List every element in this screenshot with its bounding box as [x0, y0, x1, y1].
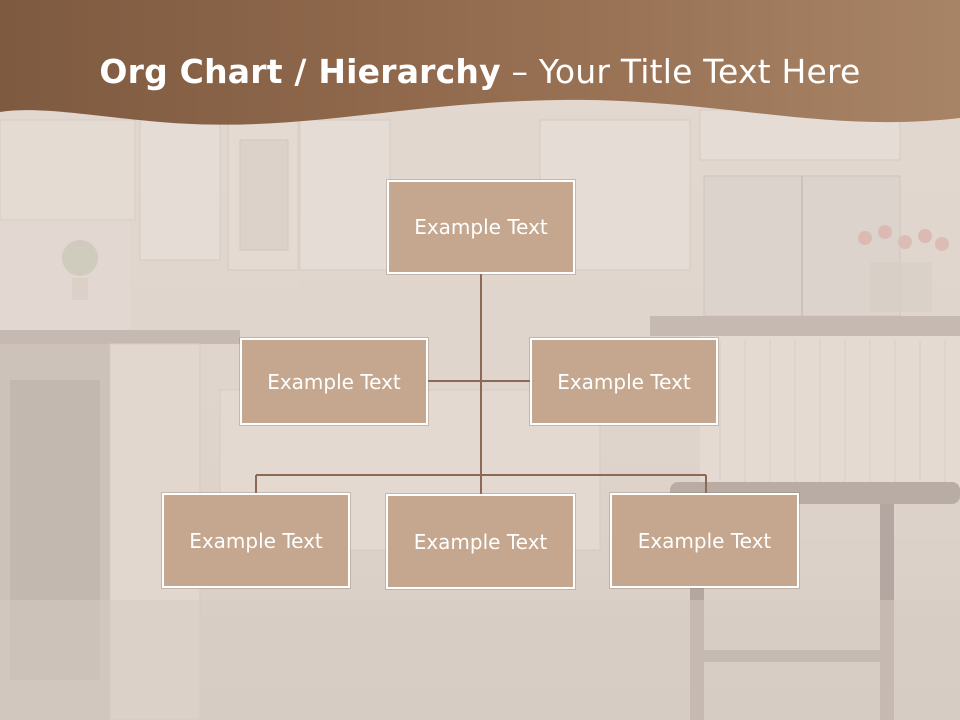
- title-bold-part: Org Chart / Hierarchy: [99, 52, 501, 91]
- root-node[interactable]: Example Text: [387, 180, 575, 274]
- title-light-part: Your Title Text Here: [538, 52, 861, 91]
- title-dash: –: [500, 52, 539, 91]
- assistant-node-right[interactable]: Example Text: [530, 338, 718, 425]
- subordinate-node-center[interactable]: Example Text: [386, 494, 575, 589]
- subordinate-node-right[interactable]: Example Text: [610, 493, 799, 588]
- slide-title: Org Chart / Hierarchy – Your Title Text …: [0, 52, 960, 102]
- subordinate-node-left[interactable]: Example Text: [162, 493, 350, 588]
- assistant-node-left[interactable]: Example Text: [240, 338, 428, 425]
